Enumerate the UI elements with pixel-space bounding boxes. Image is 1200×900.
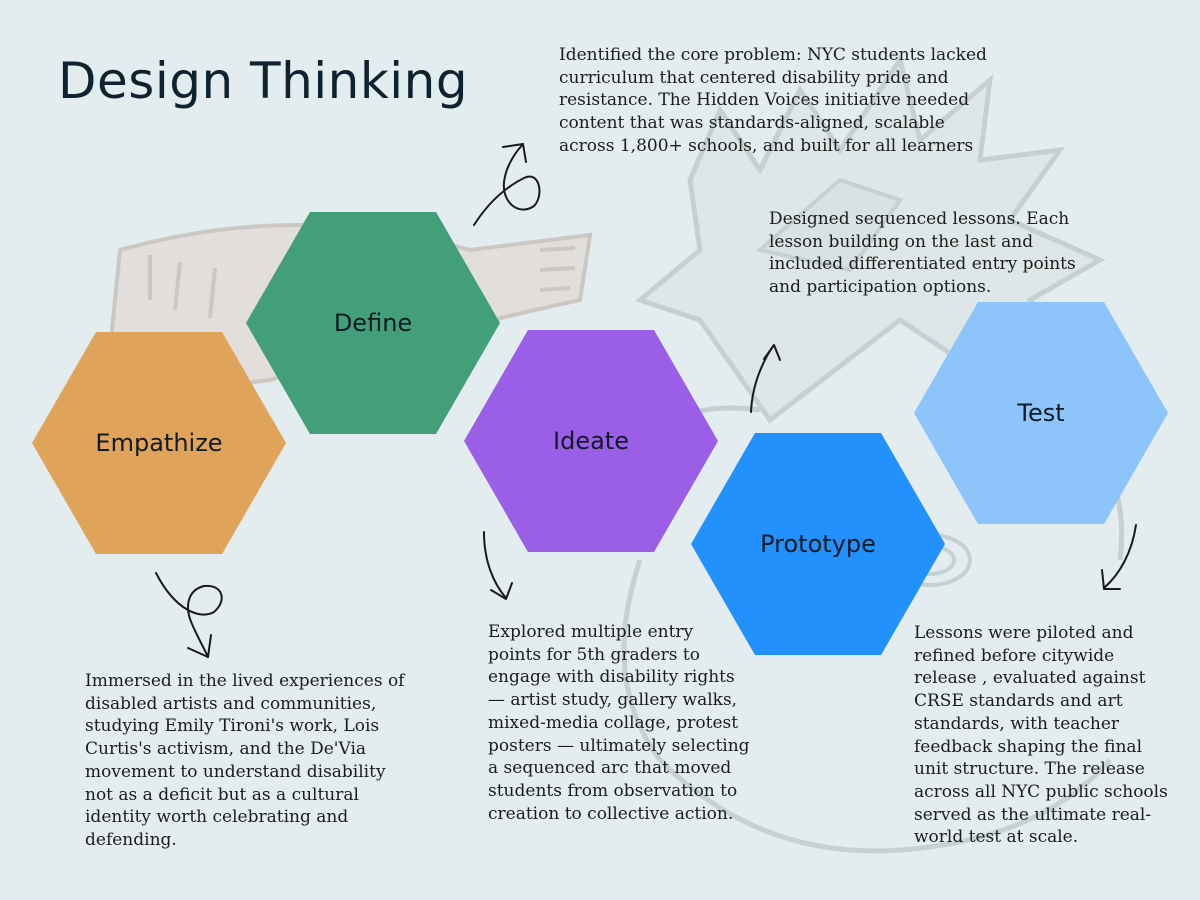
stage-label-empathize: Empathize <box>95 429 223 457</box>
stage-label-ideate: Ideate <box>553 427 629 455</box>
stage-prototype: Prototype <box>691 433 945 655</box>
ideate-description: Explored multiple entry points for 5th g… <box>488 622 750 824</box>
hexagon-shape <box>32 332 286 554</box>
test-description: Lessons were piloted and refined before … <box>914 623 1168 848</box>
arrow-empathize-icon <box>155 572 223 658</box>
arrow-ideate-icon <box>483 531 507 599</box>
hexagon-shape <box>246 212 500 434</box>
hexagon-shape <box>691 433 945 655</box>
define-description: Identified the core problem: NYC student… <box>559 45 987 156</box>
stage-label-define: Define <box>333 309 413 337</box>
empathize-description: Immersed in the lived experiences of dis… <box>85 671 405 850</box>
stage-ideate: Ideate <box>464 330 718 552</box>
stage-empathize: Empathize <box>32 332 286 554</box>
stage-label-test: Test <box>1017 399 1065 427</box>
stage-define: Define <box>246 212 500 434</box>
hexagon-shape <box>464 330 718 552</box>
page-title: Design Thinking <box>58 52 469 110</box>
stage-label-prototype: Prototype <box>760 530 876 558</box>
arrow-define-icon <box>473 143 541 226</box>
stage-test: Test <box>914 302 1168 524</box>
arrow-prototype-icon <box>750 345 774 413</box>
prototype-description: Designed sequenced lessons. Each lesson … <box>769 209 1076 298</box>
arrow-test-icon <box>1103 524 1137 589</box>
hexagon-shape <box>914 302 1168 524</box>
